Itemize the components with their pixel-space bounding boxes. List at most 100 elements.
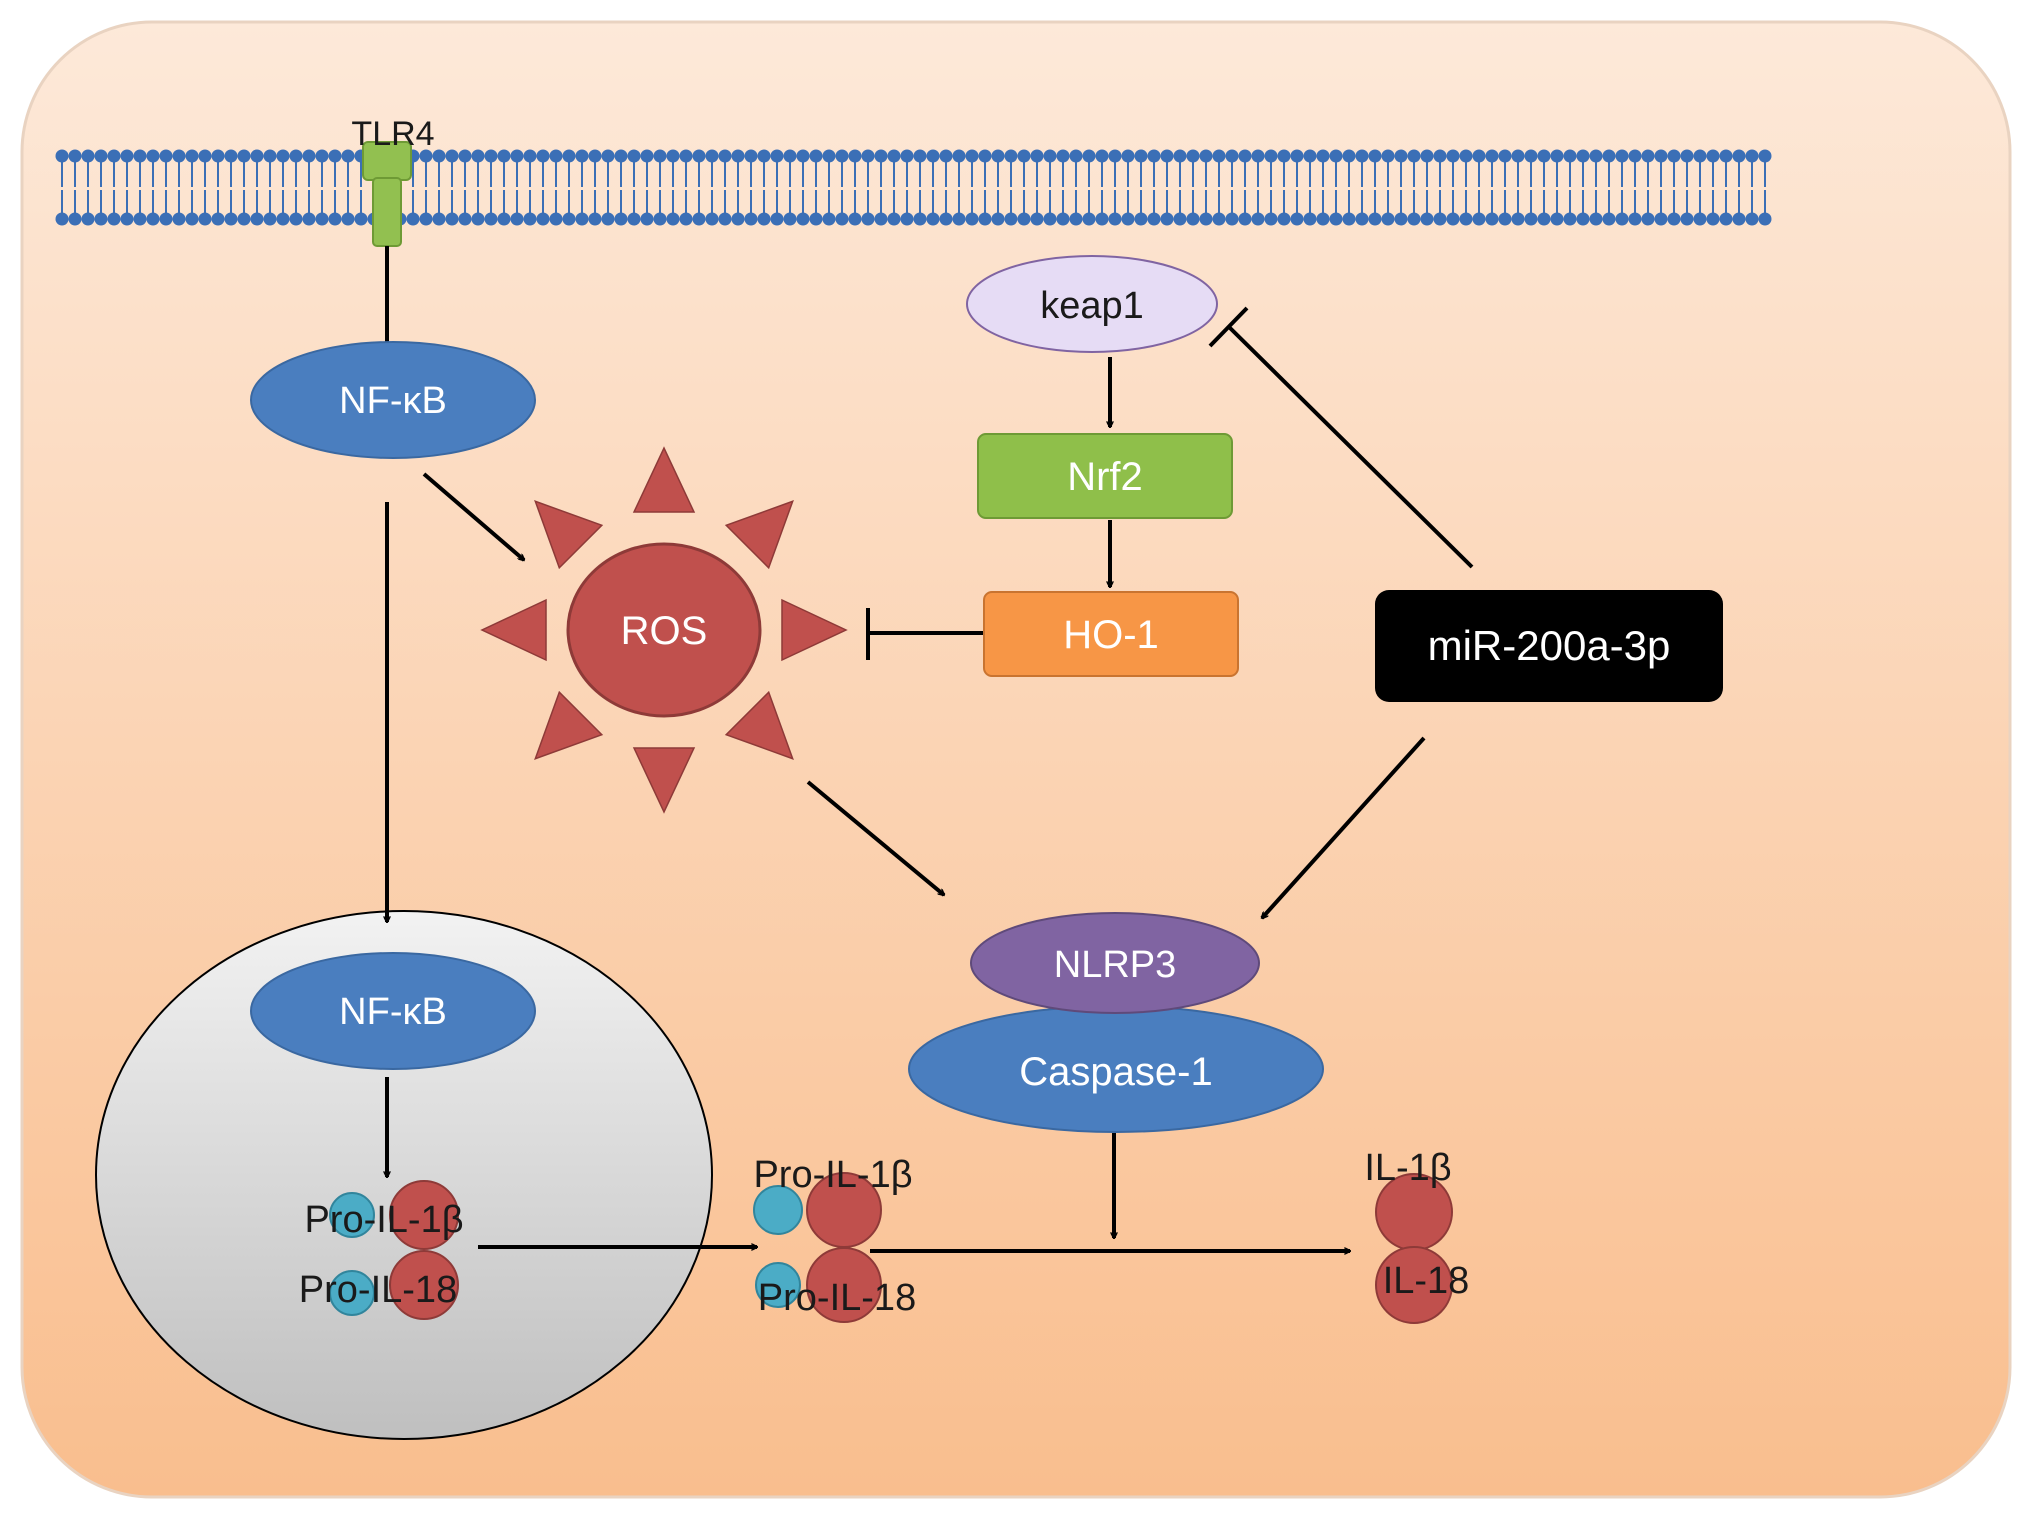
- lipid-head: [120, 212, 134, 226]
- nrf2-node: Nrf2: [977, 433, 1233, 519]
- pro-il18-nuclear-label: Pro-IL-18: [299, 1269, 457, 1311]
- lipid-head: [133, 212, 147, 226]
- lipid-head: [146, 149, 160, 163]
- lipid-head: [276, 212, 290, 226]
- lipid-head: [1108, 212, 1122, 226]
- lipid-head: [120, 149, 134, 163]
- lipid-head: [198, 212, 212, 226]
- lipid-head: [1082, 149, 1096, 163]
- lipid-head: [1563, 149, 1577, 163]
- lipid-head: [601, 212, 615, 226]
- lipid-head: [679, 149, 693, 163]
- lipid-head: [172, 149, 186, 163]
- lipid-head: [1004, 212, 1018, 226]
- lipid-head: [1719, 212, 1733, 226]
- lipid-head: [1459, 149, 1473, 163]
- lipid-head: [913, 212, 927, 226]
- lipid-head: [1368, 212, 1382, 226]
- lipid-head: [705, 149, 719, 163]
- lipid-head: [250, 149, 264, 163]
- lipid-head: [1316, 149, 1330, 163]
- lipid-head: [848, 212, 862, 226]
- lipid-head: [1173, 149, 1187, 163]
- pro-cytokines-cytoplasm: Pro-IL-1β Pro-IL-18: [753, 1154, 916, 1323]
- lipid-head: [1732, 149, 1746, 163]
- lipid-head: [328, 149, 342, 163]
- lipid-head: [1199, 212, 1213, 226]
- arrow-mir-nlrp3: [1262, 736, 1426, 918]
- il1b-label: IL-1β: [1364, 1147, 1451, 1189]
- lipid-head: [289, 212, 303, 226]
- lipid-head: [770, 212, 784, 226]
- mir-200a-3p-node: miR-200a-3p: [1375, 590, 1723, 702]
- lipid-head: [1147, 212, 1161, 226]
- lipid-head: [536, 212, 550, 226]
- pro-il18-nuclear-prodomain: [329, 1270, 375, 1316]
- lipid-head: [1498, 212, 1512, 226]
- nrf2-label: Nrf2: [1067, 455, 1143, 499]
- lipid-head: [796, 212, 810, 226]
- lipid-head: [263, 149, 277, 163]
- lipid-head: [835, 149, 849, 163]
- lipid-head: [601, 149, 615, 163]
- lipid-head: [809, 212, 823, 226]
- lipid-head: [133, 149, 147, 163]
- lipid-head: [250, 212, 264, 226]
- lipid-head: [627, 212, 641, 226]
- lipid-head: [1316, 212, 1330, 226]
- lipid-head: [471, 212, 485, 226]
- pro-il18-cyto-domain: [806, 1247, 882, 1323]
- lipid-head: [263, 212, 277, 226]
- lipid-head: [1433, 212, 1447, 226]
- pro-il18-cyto-label: Pro-IL-18: [758, 1277, 916, 1319]
- tlr4-label: TLR4: [351, 115, 434, 153]
- lipid-head: [523, 212, 537, 226]
- lipid-head: [315, 149, 329, 163]
- lipid-head: [575, 149, 589, 163]
- lipid-head: [1095, 212, 1109, 226]
- lipid-head: [1160, 149, 1174, 163]
- lipid-head: [1589, 149, 1603, 163]
- lipid-head: [172, 212, 186, 226]
- keap1-node: keap1: [966, 255, 1218, 353]
- lipid-head: [211, 212, 225, 226]
- ros-ray: [534, 690, 604, 760]
- lipid-head: [1667, 149, 1681, 163]
- lipid-head: [445, 212, 459, 226]
- lipid-head: [1251, 212, 1265, 226]
- lipid-head: [1550, 149, 1564, 163]
- lipid-head: [822, 212, 836, 226]
- lipid-head: [55, 212, 69, 226]
- lipid-head: [874, 212, 888, 226]
- nfkb-nucleus-node: NF-κB: [250, 952, 536, 1070]
- lipid-head: [1667, 212, 1681, 226]
- il18-label: IL-18: [1383, 1260, 1470, 1302]
- lipid-head: [1394, 149, 1408, 163]
- lipid-head: [692, 212, 706, 226]
- lipid-head: [315, 212, 329, 226]
- lipid-head: [1303, 212, 1317, 226]
- lipid-head: [55, 149, 69, 163]
- lipid-head: [1030, 212, 1044, 226]
- lipid-head: [1030, 149, 1044, 163]
- lipid-head: [1524, 212, 1538, 226]
- lipid-head: [692, 149, 706, 163]
- lipid-head: [341, 149, 355, 163]
- lipid-head: [822, 149, 836, 163]
- tlr4-receptor: TLR4: [351, 115, 435, 247]
- lipid-head: [757, 212, 771, 226]
- lipid-head: [1745, 212, 1759, 226]
- lipid-head: [1368, 149, 1382, 163]
- lipid-head: [1017, 149, 1031, 163]
- lipid-head: [146, 212, 160, 226]
- nlrp3-node: NLRP3: [970, 912, 1260, 1014]
- lipid-head: [107, 149, 121, 163]
- lipid-head: [1615, 212, 1629, 226]
- lipid-head: [1511, 149, 1525, 163]
- lipid-head: [627, 149, 641, 163]
- lipid-head: [328, 212, 342, 226]
- lipid-head: [224, 212, 238, 226]
- lipid-head: [1264, 149, 1278, 163]
- lipid-head: [1147, 149, 1161, 163]
- lipid-head: [68, 149, 82, 163]
